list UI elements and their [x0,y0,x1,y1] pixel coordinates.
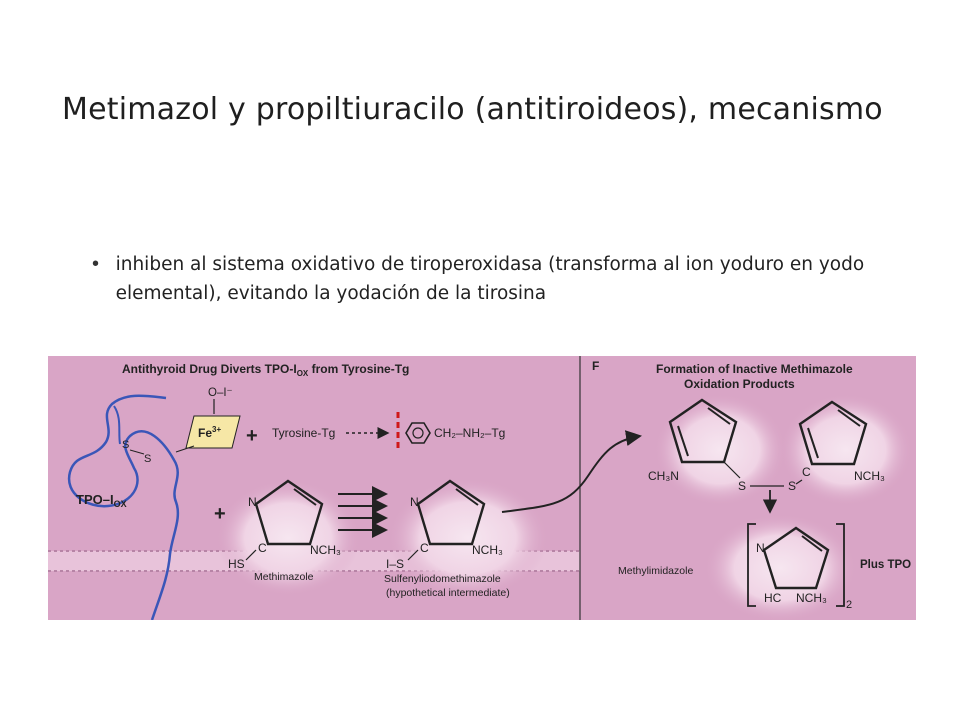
subscript-two: 2 [846,599,852,611]
disulfide-bond [129,449,145,455]
plus-tpo-label: Plus TPO [860,559,911,571]
slide-title: Metimazol y propiltiuracilo (antitiroide… [62,92,883,127]
heme-plate [185,415,241,449]
nch3-label-right: NCH₃ [854,469,885,483]
disulfide-s1: S [122,439,129,451]
bullet-text: inhiben al sistema oxidativo de tiropero… [115,254,865,304]
intermediate-label-2: (hypothetical intermediate) [386,587,510,599]
right-heading-2: Oxidation Products [684,377,795,391]
intermediate-label-1: Sulfenyliodomethimazole [384,573,501,585]
reaction-arrows [338,486,388,538]
tpo-protein-chain [67,394,180,621]
oxyiodide-label: O–I⁻ [208,387,233,399]
n-label-right: N [756,541,765,555]
is-label: I–S [386,557,404,571]
glow-methylimidazole [704,514,856,622]
transition-arrow [501,430,642,513]
methylimidazole-structure: N HC NCH₃ 2 [747,523,852,611]
mechanism-diagram: Antithyroid Drug Diverts TPO-IOX from Ty… [48,356,916,622]
methimazole-structure: N C NCH₃ HS Methimazole [228,479,341,583]
hs-label: HS [228,557,245,571]
glow-methimazole [216,480,360,596]
oxidized-ring-left: CH₃N [648,398,741,483]
phenyl-ring-icon [405,422,431,444]
heme-link [175,445,195,453]
mechanism-figure: Antithyroid Drug Diverts TPO-IOX from Ty… [48,356,916,622]
product-label: CH₂–NH₂–Tg [434,426,505,440]
tpo-label: TPO–IOX [76,492,127,509]
right-heading-1: Formation of Inactive Methimazole [656,362,853,376]
nch3-label-2: NCH₃ [472,543,503,557]
oxidized-ring-right: C NCH₃ [795,400,885,485]
c-label-right: C [802,465,811,479]
sulfur-right: S [788,479,796,493]
n-atom-label: N [248,495,257,509]
ch3n-label: CH₃N [648,469,679,483]
intermediate-structure: N C NCH₃ I–S Sulfenyliodomethimazole (hy… [384,479,510,599]
left-heading: Antithyroid Drug Diverts TPO-IOX from Ty… [122,362,409,378]
sulfur-left: S [738,479,746,493]
n-atom-label-2: N [410,495,419,509]
nch3-label-bottom: NCH₃ [796,591,827,605]
plus-sign-2: + [214,503,226,525]
panel-letter: F [592,359,599,373]
iron-label: Fe3+ [198,425,221,440]
c-atom-label: C [258,541,267,555]
hc-label: HC [764,591,782,605]
bullet-marker: • [92,253,100,275]
plus-sign-1: + [246,425,258,447]
phenyl-ring-center [412,427,424,439]
glow-intermediate [388,478,548,598]
glow-left-ring [654,394,786,506]
tpo-chain-back [113,405,121,445]
tyrosine-tg-label: Tyrosine-Tg [272,426,335,440]
disulfide-s2: S [144,453,151,465]
c-atom-label-2: C [420,541,429,555]
nch3-label: NCH₃ [310,543,341,557]
bullet-item: • inhiben al sistema oxidativo de tirope… [92,250,892,308]
glow-right-ring [780,394,912,506]
methimazole-label: Methimazole [254,571,314,583]
methylimidazole-label: Methylimidazole [618,565,693,577]
